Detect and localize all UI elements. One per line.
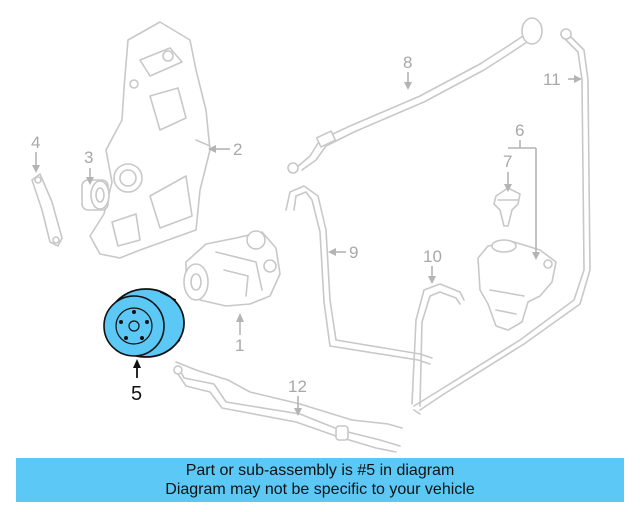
callout-10: 10 — [423, 247, 442, 266]
callout-11: 11 — [543, 70, 561, 89]
part-12-line-assembly[interactable] — [173, 361, 403, 453]
callout-1: 1 — [235, 336, 244, 355]
part-6-reservoir[interactable] — [477, 239, 557, 331]
callout-7: 7 — [503, 152, 512, 171]
callout-6: 6 — [515, 121, 524, 140]
callout-9: 9 — [349, 243, 358, 262]
part-5-pulley[interactable] — [103, 288, 185, 358]
parts-diagram: 1 2 3 4 5 6 7 8 9 10 11 12 — [31, 17, 591, 453]
part-1-pump[interactable] — [183, 230, 281, 307]
callout-2: 2 — [233, 140, 242, 159]
callout-5: 5 — [131, 383, 142, 405]
banner-line-2: Diagram may not be specific to your vehi… — [165, 481, 475, 498]
info-banner: Part or sub-assembly is #5 in diagram Di… — [16, 458, 624, 502]
part-9-hose[interactable] — [285, 185, 433, 365]
banner-line-1: Part or sub-assembly is #5 in diagram — [185, 462, 455, 479]
part-4-strap[interactable] — [31, 173, 63, 247]
callout-5-leader — [133, 359, 141, 378]
part-2-bracket[interactable] — [89, 21, 211, 259]
part-3-bushing[interactable] — [81, 179, 110, 211]
callout-8: 8 — [403, 53, 412, 72]
part-8-pressure-line[interactable] — [287, 17, 543, 174]
part-11-return-line[interactable] — [413, 28, 591, 411]
leader-lines — [32, 72, 582, 416]
part-10-hose[interactable] — [411, 283, 465, 415]
part-7-cap[interactable] — [493, 187, 521, 227]
callout-4: 4 — [31, 133, 40, 152]
callout-12: 12 — [288, 377, 307, 396]
callout-3: 3 — [84, 148, 93, 167]
